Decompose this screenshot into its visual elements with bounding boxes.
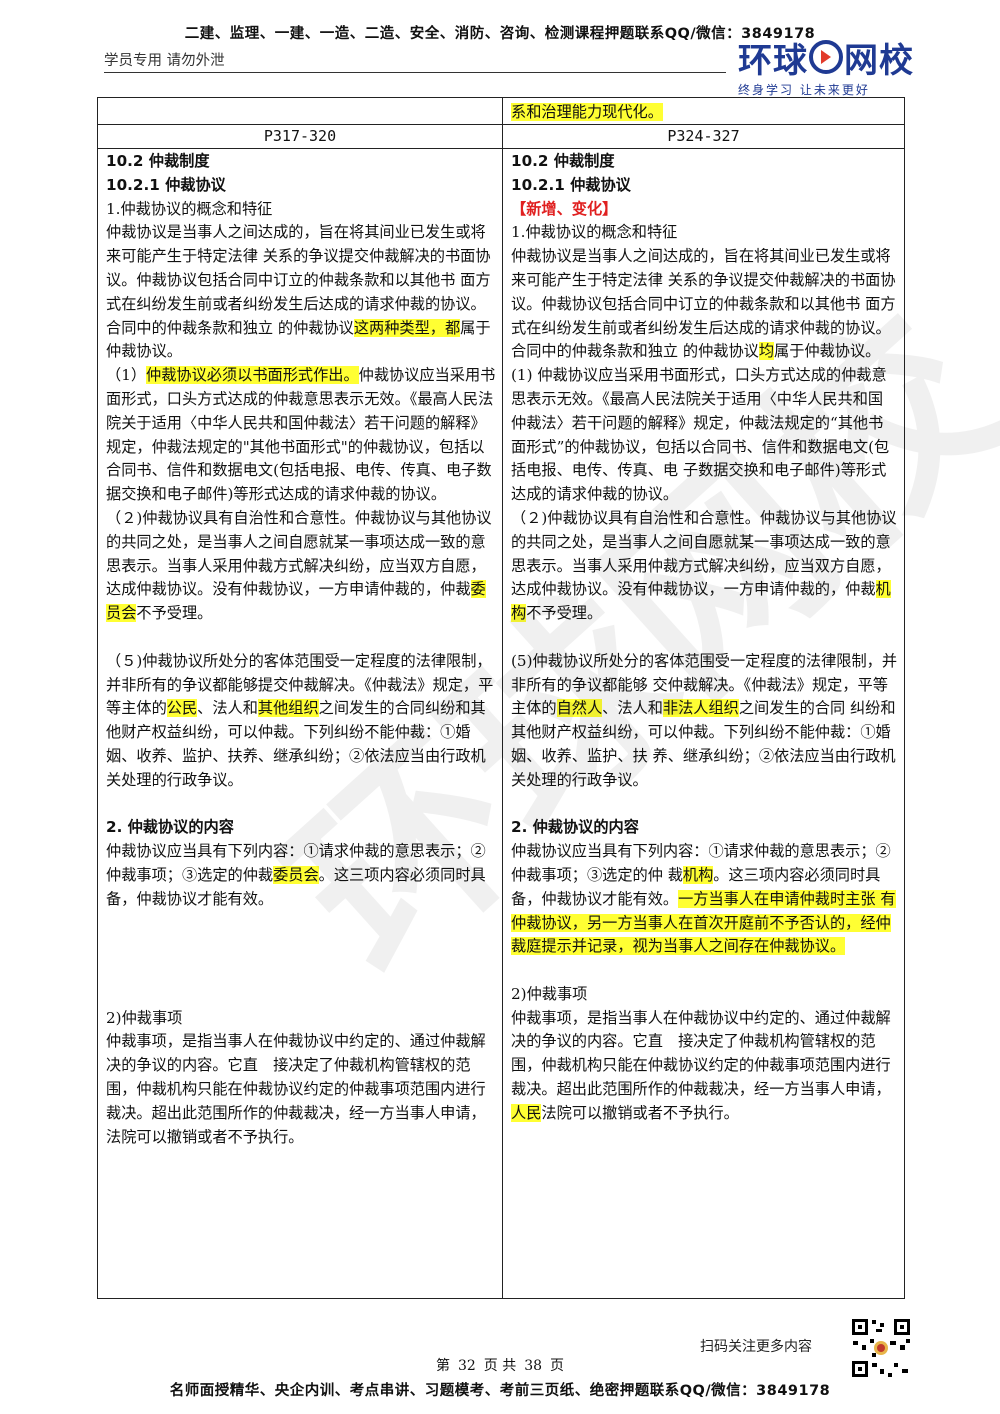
left-p2: （1）仲裁协议必须以书面形式作出。仲裁协议应当采用书面形式，口头方式达成的仲裁意… [106, 366, 496, 504]
left-s2: 2. 仲裁协议的内容 [106, 818, 234, 837]
right-p5: 仲裁协议应当具有下列内容：①请求仲裁的意思表示；②仲裁事项；③选定的仲 裁机构。… [511, 842, 896, 956]
right-s1: 1.仲裁协议的概念和特征 [511, 223, 678, 242]
carryover-row: 系和治理能力现代化。 [98, 98, 904, 125]
right-h1: 10.2 仲裁制度 [511, 152, 615, 170]
right-p1: 仲裁协议是当事人之间达成的，旨在将其间业已发生或将来可能产生于特定法律 关系的争… [511, 247, 896, 361]
left-s3: 2)仲裁事项 [106, 1008, 183, 1027]
brand-logo: 环球网校 终身学习 让未来更好 [738, 40, 918, 102]
right-s2: 2. 仲裁协议的内容 [511, 818, 639, 837]
logo-wordmark: 环球网校 [738, 40, 918, 81]
play-circle-icon [809, 40, 843, 74]
header-title: 二建、监理、一建、一造、二造、安全、消防、咨询、检测课程押题联系QQ/微信：38… [184, 26, 816, 42]
right-body: 10.2 仲裁制度 10.2.1 仲裁协议 【新增、变化】 1.仲裁协议的概念和… [511, 150, 898, 1126]
left-p1: 仲裁协议是当事人之间达成的，旨在将其间业已发生或将来可能产生于特定法律 关系的争… [106, 223, 491, 361]
right-column: P324-327 10.2 仲裁制度 10.2.1 仲裁协议 【新增、变化】 1… [503, 98, 904, 1298]
right-s3: 2)仲裁事项 [511, 984, 588, 1003]
logo-text-b: 网校 [844, 41, 914, 81]
left-page-range: P317-320 [98, 124, 502, 149]
footer-title: 名师面授精华、央企内训、考点串讲、习题模考、考前三页纸、绝密押题联系QQ/微信：… [169, 1383, 831, 1399]
left-s1: 1.仲裁协议的概念和特征 [106, 199, 273, 218]
logo-text-a: 环球 [738, 41, 808, 81]
right-change-tag: 【新增、变化】 [511, 199, 618, 218]
right-p6: 仲裁事项，是指当事人在仲裁协议中约定的、通过仲裁解决的争议的内容。它直 接决定了… [511, 1008, 891, 1122]
right-p2: (1) 仲裁协议应当采用书面形式，口头方式达成的仲裁意思表示无效。《最高人民法院… [511, 366, 890, 504]
header-subtitle: 学员专用 请勿外泄 [104, 53, 225, 69]
right-page-range: P324-327 [503, 124, 904, 149]
left-h2: 10.2.1 仲裁协议 [106, 175, 226, 194]
header-divider [104, 72, 726, 73]
logo-slogan: 终身学习 让未来更好 [738, 83, 870, 97]
right-p4: (5)仲裁协议所处分的客体范围受一定程度的法律限制，并非所有的争议都能够 交仲裁… [511, 651, 898, 789]
comparison-table: 系和治理能力现代化。 P317-320 10.2 仲裁制度 10.2.1 仲裁协… [97, 97, 905, 1299]
carryover-text: 系和治理能力现代化。 [511, 103, 663, 121]
left-p6: 仲裁事项，是指当事人在仲裁协议中约定的、通过仲裁解决的争议的内容。它直 接决定了… [106, 1032, 486, 1146]
left-body: 10.2 仲裁制度 10.2.1 仲裁协议 1.仲裁协议的概念和特征 仲裁协议是… [106, 150, 496, 1149]
left-column: P317-320 10.2 仲裁制度 10.2.1 仲裁协议 1.仲裁协议的概念… [98, 98, 503, 1298]
qr-caption: 扫码关注更多内容 [700, 1339, 812, 1355]
right-p3: （２)仲裁协议具有自治性和合意性。仲裁协议与其他协议的共同之处，是当事人之间自愿… [511, 508, 897, 623]
left-p4: （５)仲裁协议所处分的客体范围受一定程度的法律限制，并非所有的争议都能够提交仲裁… [106, 651, 494, 789]
left-p3: （２)仲裁协议具有自治性和合意性。仲裁协议与其他协议的共同之处，是当事人之间自愿… [106, 508, 492, 623]
right-h2: 10.2.1 仲裁协议 [511, 175, 631, 194]
left-h1: 10.2 仲裁制度 [106, 152, 210, 170]
qr-code-icon[interactable] [850, 1317, 912, 1379]
left-p5: 仲裁协议应当具有下列内容：①请求仲裁的意思表示；②仲裁事项；③选定的仲裁委员会。… [106, 842, 486, 908]
